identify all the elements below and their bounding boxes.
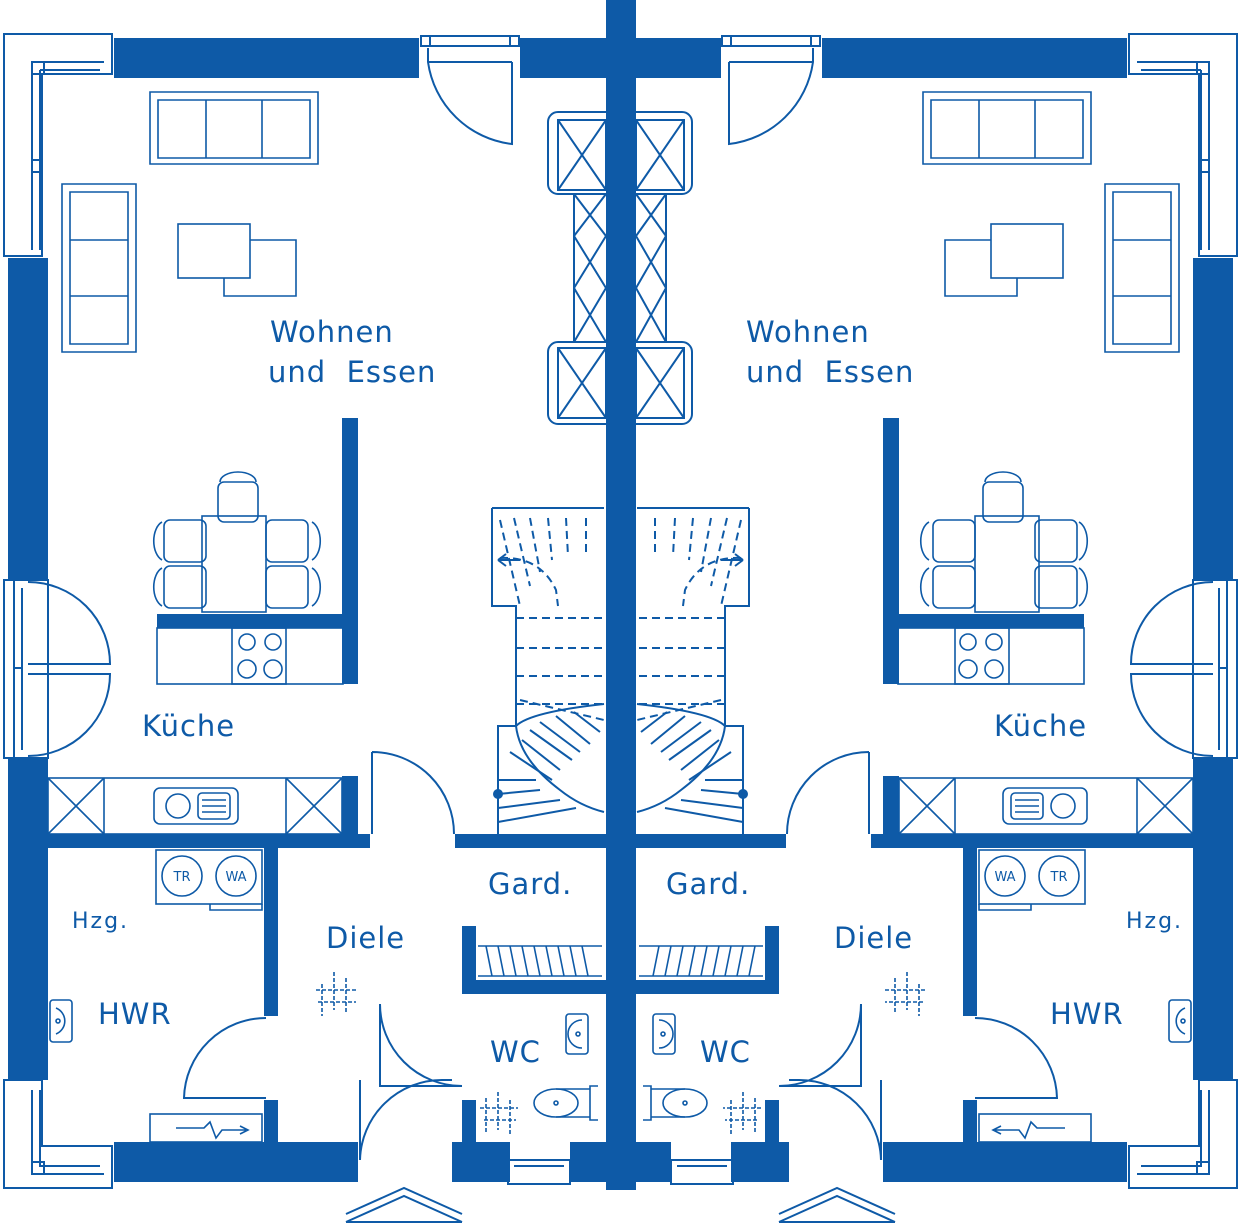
room-label-kitchen: Küche: [142, 709, 235, 743]
room-labels-right: Wohnen und Essen Küche Diele Gard. HWR H…: [666, 315, 1183, 1069]
appliance-dryer-label: TR: [1050, 870, 1068, 885]
room-label-utility: HWR: [98, 997, 172, 1031]
room-label-hallway: Diele: [326, 921, 405, 955]
room-label-utility: HWR: [1050, 997, 1124, 1031]
appliance-washer-label: WA: [225, 870, 246, 885]
room-label-toilet: WC: [490, 1035, 541, 1069]
room-label-wardrobe: Gard.: [666, 867, 750, 901]
room-label-living: Wohnen: [270, 315, 394, 349]
appliance-washer-label: WA: [994, 870, 1015, 885]
room-label-wardrobe: Gard.: [488, 867, 572, 901]
room-label-living: Wohnen: [746, 315, 870, 349]
room-label-toilet: WC: [700, 1035, 751, 1069]
party-wall: [547, 0, 693, 1190]
room-label-heating: Hzg.: [1126, 909, 1183, 934]
room-label-living-2: und Essen: [746, 355, 914, 389]
room-label-kitchen: Küche: [994, 709, 1087, 743]
room-label-heating: Hzg.: [72, 909, 129, 934]
appliance-dryer-label: TR: [173, 870, 191, 885]
room-label-hallway: Diele: [834, 921, 913, 955]
room-label-living-2: und Essen: [268, 355, 436, 389]
room-labels-left: Wohnen und Essen Küche Diele Gard. HWR H…: [72, 315, 572, 1069]
